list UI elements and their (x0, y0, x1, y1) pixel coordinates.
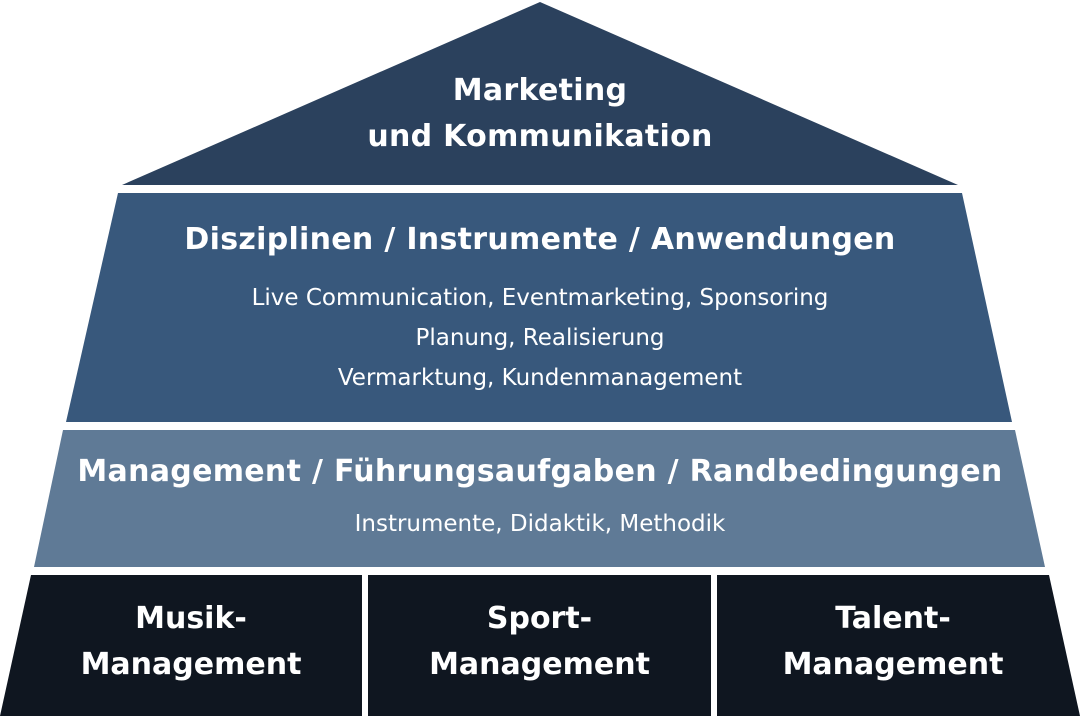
management-layer (34, 430, 1045, 567)
management-subtitle: Instrumente, Didaktik, Methodik (354, 511, 726, 537)
roof-title: Marketing und Kommunikation (0, 68, 1080, 160)
pillar-sport-label: Sport- Management (368, 596, 711, 688)
pillar-sport (368, 575, 711, 716)
roof-title-line1: Marketing (452, 73, 628, 108)
roof-shape (122, 2, 958, 185)
disciplines-layer (66, 193, 1012, 422)
disciplines-title: Disziplinen / Instrumente / Anwendungen (184, 222, 896, 257)
management-title: Management / Führungsaufgaben / Randbedi… (77, 454, 1003, 489)
disciplines-list: Live Communication, Eventmarketing, Spon… (0, 278, 1080, 398)
pillar-label-line2: Management (80, 647, 302, 682)
pillar-musik (0, 575, 362, 716)
disciplines-line: Planung, Realisierung (415, 325, 665, 351)
disciplines-line: Vermarktung, Kundenmanagement (337, 365, 743, 391)
pillar-talent (717, 575, 1080, 716)
pillar-musik-label: Musik- Management (20, 596, 362, 688)
pillar-label-line1: Musik- (135, 601, 247, 636)
disciplines-line: Live Communication, Eventmarketing, Spon… (251, 285, 829, 311)
pillar-label-line1: Talent- (835, 601, 951, 636)
pillar-label-line1: Sport- (486, 601, 593, 636)
roof-title-line2: und Kommunikation (367, 119, 713, 154)
pillar-label-line2: Management (429, 647, 650, 682)
pillar-label-line2: Management (782, 647, 1004, 682)
pillar-talent-label: Talent- Management (717, 596, 1069, 688)
